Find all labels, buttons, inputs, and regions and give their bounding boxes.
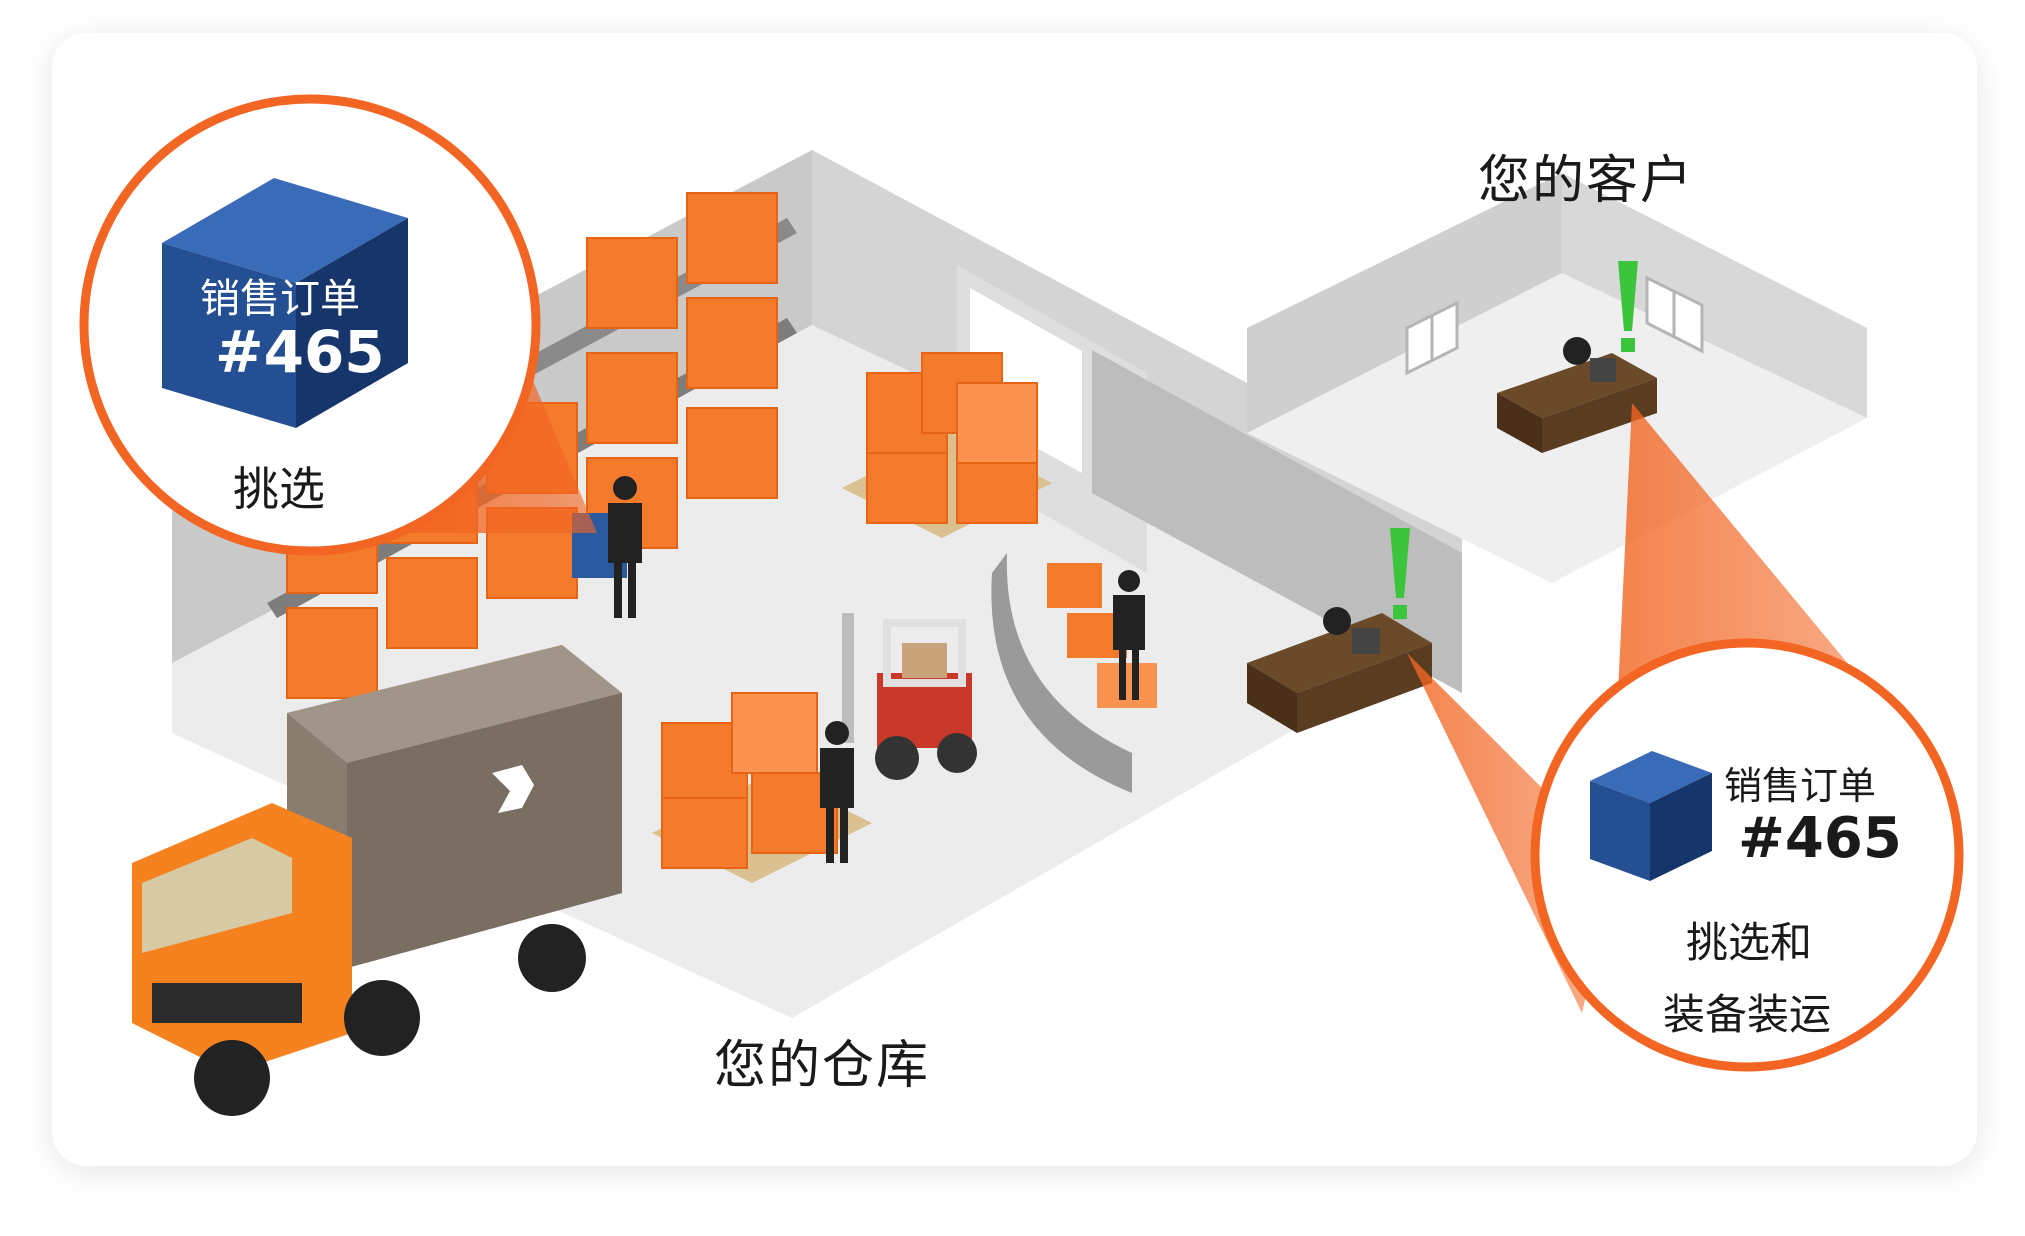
worker-shelf (608, 476, 642, 618)
callout-pick-title: 销售订单 (200, 276, 360, 322)
customer-window-left (1405, 300, 1459, 376)
order-cube-pick (162, 178, 408, 428)
warehouse-door (970, 288, 1082, 473)
customer-wall-right (1562, 173, 1867, 418)
worker-forklift (820, 721, 854, 863)
customer-wall-left (1247, 173, 1562, 433)
warehouse-label: 您的仓库 (714, 1036, 931, 1096)
customer-label: 您的客户 (1478, 151, 1695, 211)
forklift (842, 613, 977, 780)
callout-beam-ship-customer (1617, 403, 1897, 723)
callout-ship-title: 销售订单 (1724, 764, 1877, 808)
partition-wall (1092, 350, 1462, 693)
logo-icon (492, 765, 534, 813)
callout-ship-action-line2: 装备装运 (1663, 990, 1832, 1039)
worker-packing (1113, 570, 1145, 700)
customer-window-right (1645, 275, 1704, 354)
pallet-back (842, 352, 1052, 538)
warehouse-scene (79, 94, 1964, 1116)
warehouse-office-desk (1247, 607, 1432, 733)
delivery-truck (132, 645, 622, 1116)
diagram-card: 销售订单 #465 挑选 销售订单 #465 挑选和 装备装运 您的仓库 您的客… (52, 33, 1977, 1166)
exclamation-icon (1390, 528, 1410, 619)
pallet-front (652, 692, 872, 883)
callout-pick-action: 挑选 (233, 462, 325, 516)
order-cube-ship (1590, 751, 1712, 881)
callout-pick-order-number: #465 (215, 318, 385, 386)
callout-ship-action-line1: 挑选和 (1686, 918, 1813, 967)
callout-circle-ship (1530, 638, 1964, 1072)
exclamation-icon (1618, 261, 1638, 352)
callout-ship-order-number: #465 (1738, 806, 1902, 871)
customer-office-desk (1497, 337, 1657, 453)
